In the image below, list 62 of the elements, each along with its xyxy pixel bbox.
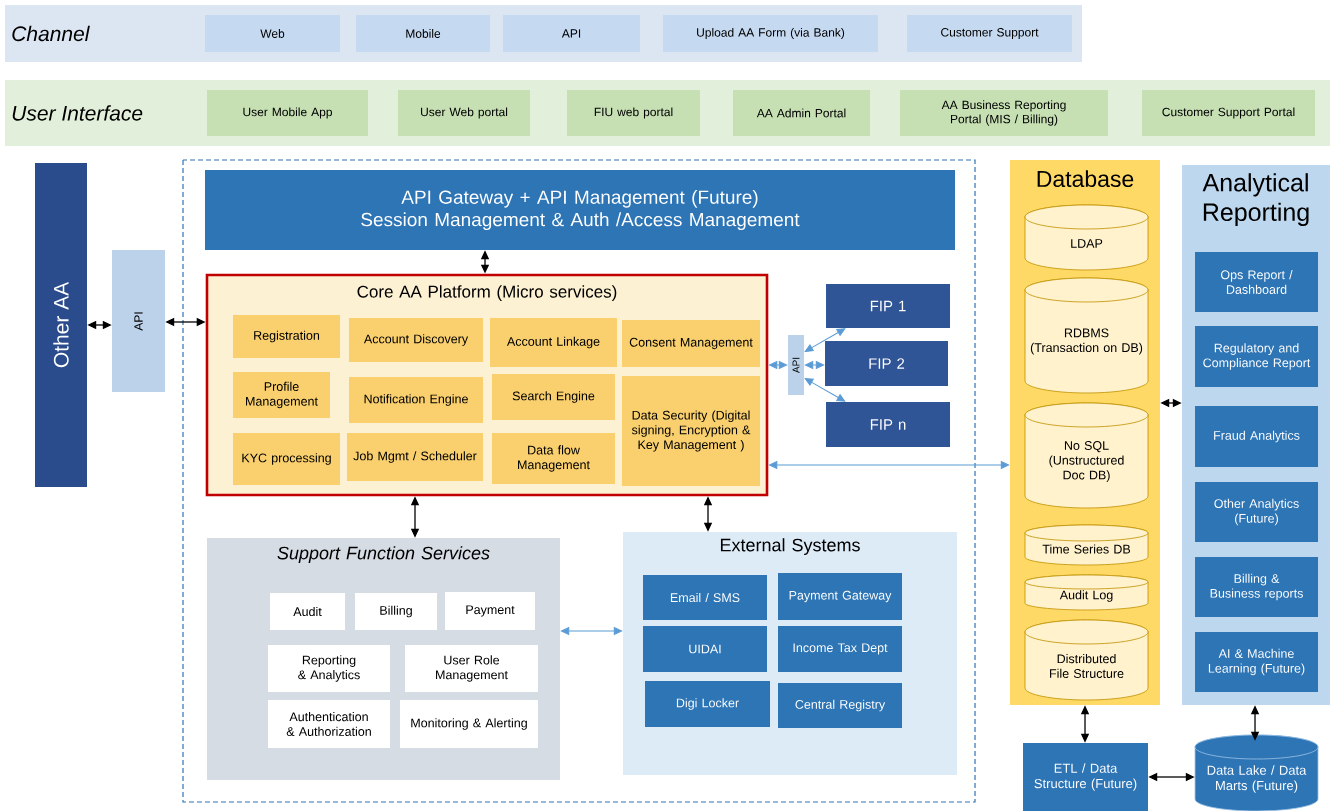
provider-box: FIP 1 [826, 284, 950, 328]
function-box: Reporting & Analytics [268, 645, 390, 692]
channel-box: Customer Support [907, 15, 1072, 52]
service-box: Job Mgmt / Scheduler [347, 433, 483, 481]
interface-box: Customer Support Portal [1142, 90, 1315, 136]
system-box: UIDAI [643, 626, 767, 672]
service-box: Account Linkage [490, 318, 617, 367]
connector-arrow [560, 627, 623, 635]
report-box: Other Analytics (Future) [1195, 482, 1318, 542]
service-box: Data flow Management [492, 433, 615, 484]
gateway-box: API Gateway + API Management (Future) Session Management & Auth /Access Management [205, 170, 955, 250]
connector-arrow [769, 461, 1010, 469]
api-bar: API [112, 250, 165, 392]
database-cylinder: LDAP [1024, 204, 1149, 271]
database-cylinder: Distributed File Structure [1024, 619, 1149, 701]
connector-arrow [804, 328, 846, 352]
function-box: Billing [355, 593, 437, 630]
api-bar: API [788, 335, 804, 395]
service-box: Data Security (Digital signing, Encryption & Key Management ) [622, 376, 760, 486]
function-box: Payment [445, 592, 535, 630]
provider-box: FIP 2 [825, 341, 948, 386]
service-box: Search Engine [492, 374, 615, 420]
data-lake-cylinder: Data Lake / Data Marts (Future) [1194, 734, 1319, 811]
channel-box: API [503, 15, 640, 52]
database-cylinder: RDBMS (Transaction on DB) [1024, 277, 1149, 394]
interface-box: User Mobile App [207, 90, 368, 136]
connector-arrow [804, 361, 825, 369]
report-box: Billing & Business reports [1195, 557, 1318, 617]
provider-box: FIP n [826, 402, 950, 447]
system-box: Email / SMS [643, 575, 767, 620]
interface-box: AA Business Reporting Portal (MIS / Billing) [900, 90, 1108, 136]
database-cylinder: No SQL (Unstructured Doc DB) [1024, 402, 1149, 509]
system-box: Central Registry [778, 683, 902, 728]
system-box: Income Tax Dept [778, 626, 902, 672]
function-box: Monitoring & Alerting [400, 700, 538, 748]
service-box: Notification Engine [349, 377, 483, 423]
database-cylinder: Audit Log [1024, 574, 1149, 611]
function-box: Audit [270, 593, 345, 630]
function-box: User Role Management [405, 645, 538, 692]
interface-box: User Web portal [398, 90, 530, 136]
report-box: Regulatory and Compliance Report [1195, 326, 1318, 387]
channel-box: Upload AA Form (via Bank) [663, 15, 878, 52]
interface-box: FIU web portal [567, 90, 700, 136]
interface-box: AA Admin Portal [733, 90, 870, 136]
system-box: Digi Locker [645, 681, 770, 727]
process-box: ETL / Data Structure (Future) [1023, 743, 1148, 811]
side-bar: Other AA [35, 163, 87, 487]
service-box: KYC processing [233, 433, 340, 485]
connector-arrow [769, 361, 788, 369]
report-box: Fraud Analytics [1195, 406, 1318, 467]
service-box: Account Discovery [349, 318, 483, 362]
channel-box: Mobile [356, 15, 490, 52]
channel-box: Web [205, 15, 340, 52]
service-box: Registration [233, 315, 340, 358]
service-box: Profile Management [233, 372, 330, 418]
system-box: Payment Gateway [778, 573, 902, 620]
database-cylinder: Time Series DB [1024, 524, 1149, 566]
service-box: Consent Management [622, 320, 760, 367]
report-box: Ops Report / Dashboard [1195, 252, 1318, 312]
connector-arrow [804, 378, 846, 402]
report-box: AI & Machine Learning (Future) [1195, 632, 1318, 692]
function-box: Authentication & Authorization [268, 700, 390, 748]
